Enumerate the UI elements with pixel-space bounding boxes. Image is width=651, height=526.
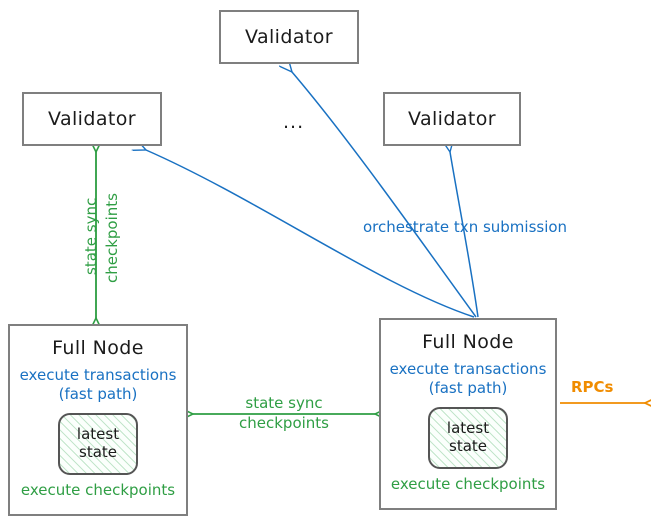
fullnode-execute-transactions: execute transactions (fast path) [20, 366, 177, 404]
edge-fullnode-to-validator-left [146, 150, 475, 318]
latest-state-box[interactable]: latest state [58, 412, 138, 475]
latest-state-line1: latest [446, 419, 490, 438]
fullnode-execute-checkpoints: execute checkpoints [20, 481, 176, 499]
rpcs-label: RPCs [571, 378, 614, 396]
validator-label: Validator [408, 108, 496, 130]
fullnode-execute-checkpoints: execute checkpoints [390, 475, 546, 493]
fullnode-title: Full Node [52, 337, 144, 359]
fullnode-box-right[interactable]: Full Node execute transactions (fast pat… [379, 318, 557, 510]
state-sync-horizontal-label-line1: state sync [245, 394, 323, 412]
fullnode-box-left[interactable]: Full Node execute transactions (fast pat… [8, 324, 188, 516]
latest-state-line2: state [449, 436, 487, 455]
validator-label: Validator [245, 26, 333, 48]
latest-state-line1: latest [76, 425, 120, 444]
validator-box-left[interactable]: Validator [22, 92, 162, 146]
fullnode-fast-path-line: (fast path) [428, 378, 508, 397]
fullnode-execute-transactions-line1: execute transactions [389, 360, 547, 378]
orchestrate-txn-submission-label: orchestrate txn submission [363, 218, 568, 236]
state-sync-horizontal-label-line2: checkpoints [239, 414, 329, 432]
state-sync-vertical-label-line1: state sync [82, 197, 100, 275]
validator-box-right[interactable]: Validator [383, 92, 521, 146]
latest-state-line2: state [79, 442, 117, 461]
edge-fullnode-to-validator-top [292, 72, 477, 318]
fullnode-execute-transactions: execute transactions (fast path) [390, 360, 547, 398]
edge-fullnode-to-validator-right [450, 152, 479, 318]
fullnode-title: Full Node [422, 331, 514, 353]
latest-state-box[interactable]: latest state [428, 406, 508, 469]
validator-label: Validator [48, 108, 136, 130]
ellipsis-label: ... [283, 111, 305, 133]
fullnode-fast-path-line: (fast path) [58, 384, 138, 403]
state-sync-vertical-label-line2: checkpoints [103, 193, 121, 283]
fullnode-execute-transactions-line1: execute transactions [19, 366, 177, 384]
validator-box-top[interactable]: Validator [219, 10, 359, 64]
